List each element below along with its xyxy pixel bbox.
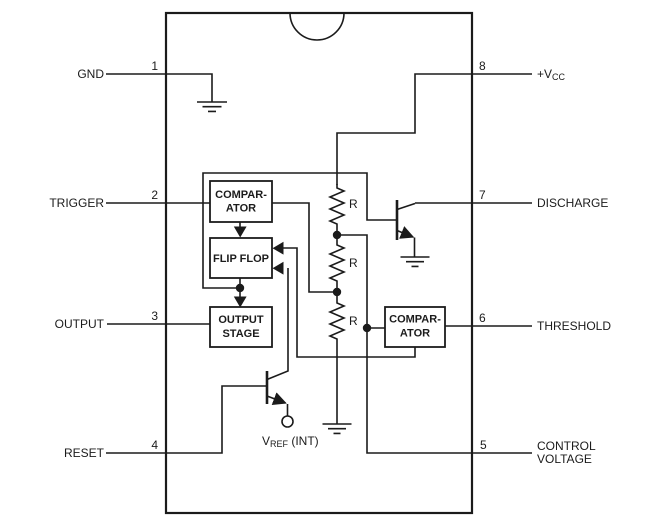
junction-comparator2-input: [362, 323, 372, 333]
threshold-comparator-label-line2: ATOR: [400, 328, 430, 340]
pin-3-number: 3: [151, 309, 158, 323]
trigger-comparator-label-line2: ATOR: [226, 203, 256, 215]
pin-8-vcc: 8 +VCC: [336, 59, 566, 185]
resistor-r3-label: R: [349, 314, 358, 328]
comparator1-to-flipflop-arrow-icon: [233, 226, 247, 238]
flipflop-to-outputstage-arrow-icon: [233, 296, 247, 308]
trigger-comparator-box: [209, 180, 273, 223]
resistor-divider: R R R: [272, 184, 372, 435]
ic-body: [164, 11, 474, 515]
vref-terminal-icon: [281, 415, 294, 428]
flip-flop-block: FLIP FLOP: [209, 237, 273, 308]
output-stage-block: OUTPUT STAGE: [209, 306, 273, 348]
discharge-transistor: [202, 172, 430, 289]
vref-label: VREF (INT): [262, 434, 319, 449]
pin-6-number: 6: [479, 311, 486, 325]
pin-6-label: THRESHOLD: [537, 319, 611, 333]
discharge-transistor-collector: [396, 202, 416, 211]
output-stage-label-line2: STAGE: [222, 328, 259, 340]
pin-5-label-line2: VOLTAGE: [537, 452, 592, 466]
resistor-r2-label: R: [349, 256, 358, 270]
pin-1-gnd: 1 GND: [77, 59, 227, 113]
pin-4-number: 4: [151, 438, 158, 452]
threshold-comparator-block: COMPAR- ATOR: [272, 241, 446, 358]
comparator2-to-flipflop-arrow-icon: [272, 241, 284, 255]
pin-5-number: 5: [480, 438, 487, 452]
ground-symbol-gnd: [197, 101, 227, 113]
resistor-r2: [327, 239, 347, 288]
threshold-comparator-label-line1: COMPAR-: [389, 314, 441, 326]
trigger-comparator-block: COMPAR- ATOR: [209, 180, 273, 238]
pin-4-label: RESET: [64, 446, 105, 460]
resistor-r1: [327, 184, 347, 231]
comparator2-output-wire: [283, 247, 416, 358]
junction-r1-r2: [332, 230, 342, 240]
pin-5-label-line1: CONTROL: [537, 439, 596, 453]
pin-4-lead-and-wire: [106, 385, 266, 454]
output-stage-box: [209, 306, 273, 348]
pin-8-label: +VCC: [537, 67, 566, 82]
flip-flop-box: [209, 237, 273, 279]
resistor-r1-label: R: [349, 197, 358, 211]
pin-8-number: 8: [479, 59, 486, 73]
pin-1-internal-wire: [166, 73, 213, 102]
reset-transistor-emitter-arrow-icon: [266, 392, 287, 406]
pin-2-label: TRIGGER: [49, 196, 104, 210]
pin-1-label: GND: [77, 67, 104, 81]
pin-2-number: 2: [151, 188, 158, 202]
pin-3-output: 3 OUTPUT: [55, 309, 210, 331]
pin-5-control-voltage: 5 CONTROL VOLTAGE: [337, 234, 596, 466]
ic-package-outline: [164, 11, 474, 515]
comparator1-reference-wire: [272, 202, 337, 293]
threshold-comparator-box: [384, 306, 446, 348]
reset-to-flipflop-arrow-icon: [272, 261, 284, 275]
pin-7-label: DISCHARGE: [537, 196, 608, 210]
pin-2-trigger: 2 TRIGGER: [49, 188, 210, 210]
output-stage-label-line1: OUTPUT: [218, 314, 264, 326]
ground-symbol-discharge: [400, 256, 430, 268]
discharge-transistor-emitter-arrow-icon: [396, 226, 415, 239]
reset-transistor: VREF (INT): [262, 261, 319, 449]
pin-3-label: OUTPUT: [55, 317, 105, 331]
pin-7-discharge: 7 DISCHARGE: [415, 188, 608, 210]
pin-5-wire: [337, 234, 532, 454]
discharge-base-drive-wire: [202, 172, 396, 289]
ground-symbol-divider: [322, 423, 352, 435]
trigger-comparator-label-line1: COMPAR-: [215, 189, 267, 201]
reset-transistor-collector-wire: [266, 268, 289, 381]
pin-4-reset: 4 RESET: [64, 385, 266, 460]
pin-8-wire: [336, 73, 532, 185]
pin-1-number: 1: [151, 59, 158, 73]
resistor-r3: [327, 296, 347, 424]
pin-6-threshold: 6 THRESHOLD: [445, 311, 611, 333]
ic-notch: [289, 12, 345, 41]
pin-7-number: 7: [479, 188, 486, 202]
flip-flop-label: FLIP FLOP: [213, 253, 269, 265]
